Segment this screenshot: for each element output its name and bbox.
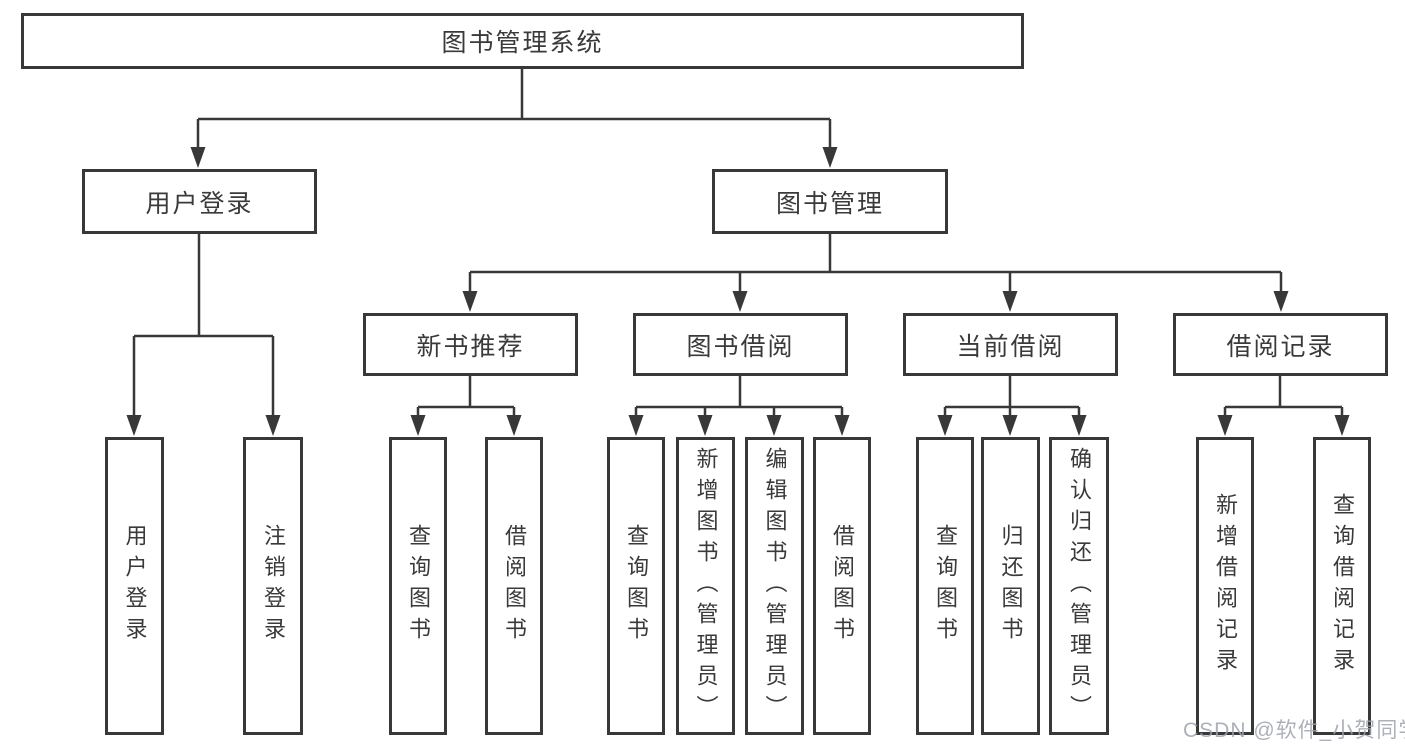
csdn-watermark: CSDN @软件_小贺同学: [1183, 719, 1405, 742]
node-new-book-recommend: 新书推荐: [363, 313, 578, 376]
leaf-query-books-recommend: 查询图书: [389, 437, 447, 735]
node-book-management: 图书管理: [712, 169, 948, 234]
node-library-management-system: 图书管理系统: [21, 13, 1024, 69]
leaf-borrow-books-recommend: 借阅图书: [485, 437, 543, 735]
leaf-query-books-borrow: 查询图书: [607, 437, 665, 735]
node-book-borrow: 图书借阅: [633, 313, 848, 376]
leaf-add-borrow-record: 新增借阅记录: [1196, 437, 1254, 735]
leaf-confirm-return-admin: 确认归还（管理员）: [1049, 437, 1109, 735]
leaf-logout: 注销登录: [243, 437, 303, 735]
node-borrow-records: 借阅记录: [1173, 313, 1388, 376]
leaf-query-books-current: 查询图书: [916, 437, 974, 735]
leaf-add-books-admin: 新增图书（管理员）: [676, 437, 735, 735]
leaf-borrow-books: 借阅图书: [813, 437, 871, 735]
leaf-edit-books-admin: 编辑图书（管理员）: [745, 437, 804, 735]
leaf-user-login: 用户登录: [105, 437, 164, 735]
leaf-query-borrow-record: 查询借阅记录: [1313, 437, 1371, 735]
node-current-borrow: 当前借阅: [903, 313, 1118, 376]
leaf-return-books: 归还图书: [981, 437, 1040, 735]
node-user-login: 用户登录: [82, 169, 317, 234]
